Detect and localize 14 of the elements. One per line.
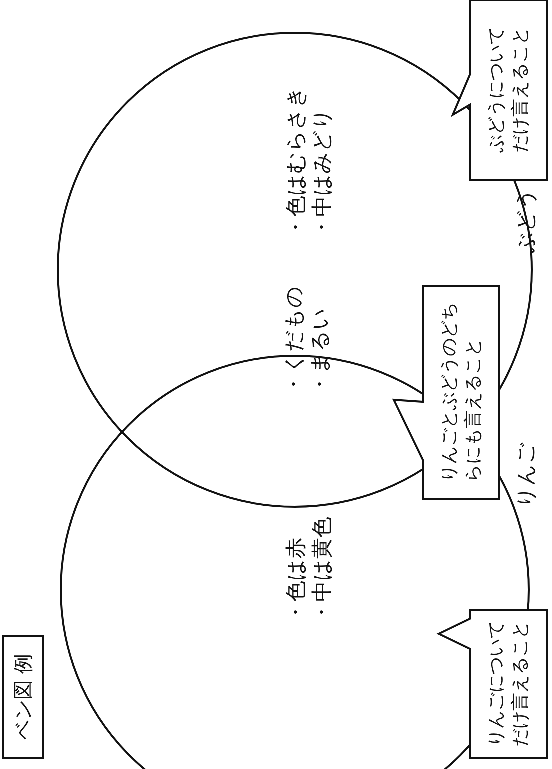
set-title: りんご	[514, 442, 538, 508]
callout-text: りんごとぶどうのどちらにも言えること	[438, 302, 484, 482]
list-item: ・色はむらさき	[284, 86, 308, 238]
list-item: ・まるい	[308, 308, 332, 395]
list-item: ・色は赤	[284, 538, 308, 623]
legend-box	[2, 635, 44, 759]
speech-bubble	[438, 609, 548, 759]
callout-text: りんごについてだけ言えること	[485, 621, 532, 747]
speech-bubble	[452, 0, 548, 181]
callout-text: ぶどうについてだけ言えること	[485, 27, 532, 153]
list-item: ・中は黄色	[310, 517, 334, 623]
list-item: ・中はみどり	[310, 108, 334, 238]
list-item: ・くだもの	[282, 286, 306, 395]
legend-title: ベン図 例	[10, 654, 36, 740]
